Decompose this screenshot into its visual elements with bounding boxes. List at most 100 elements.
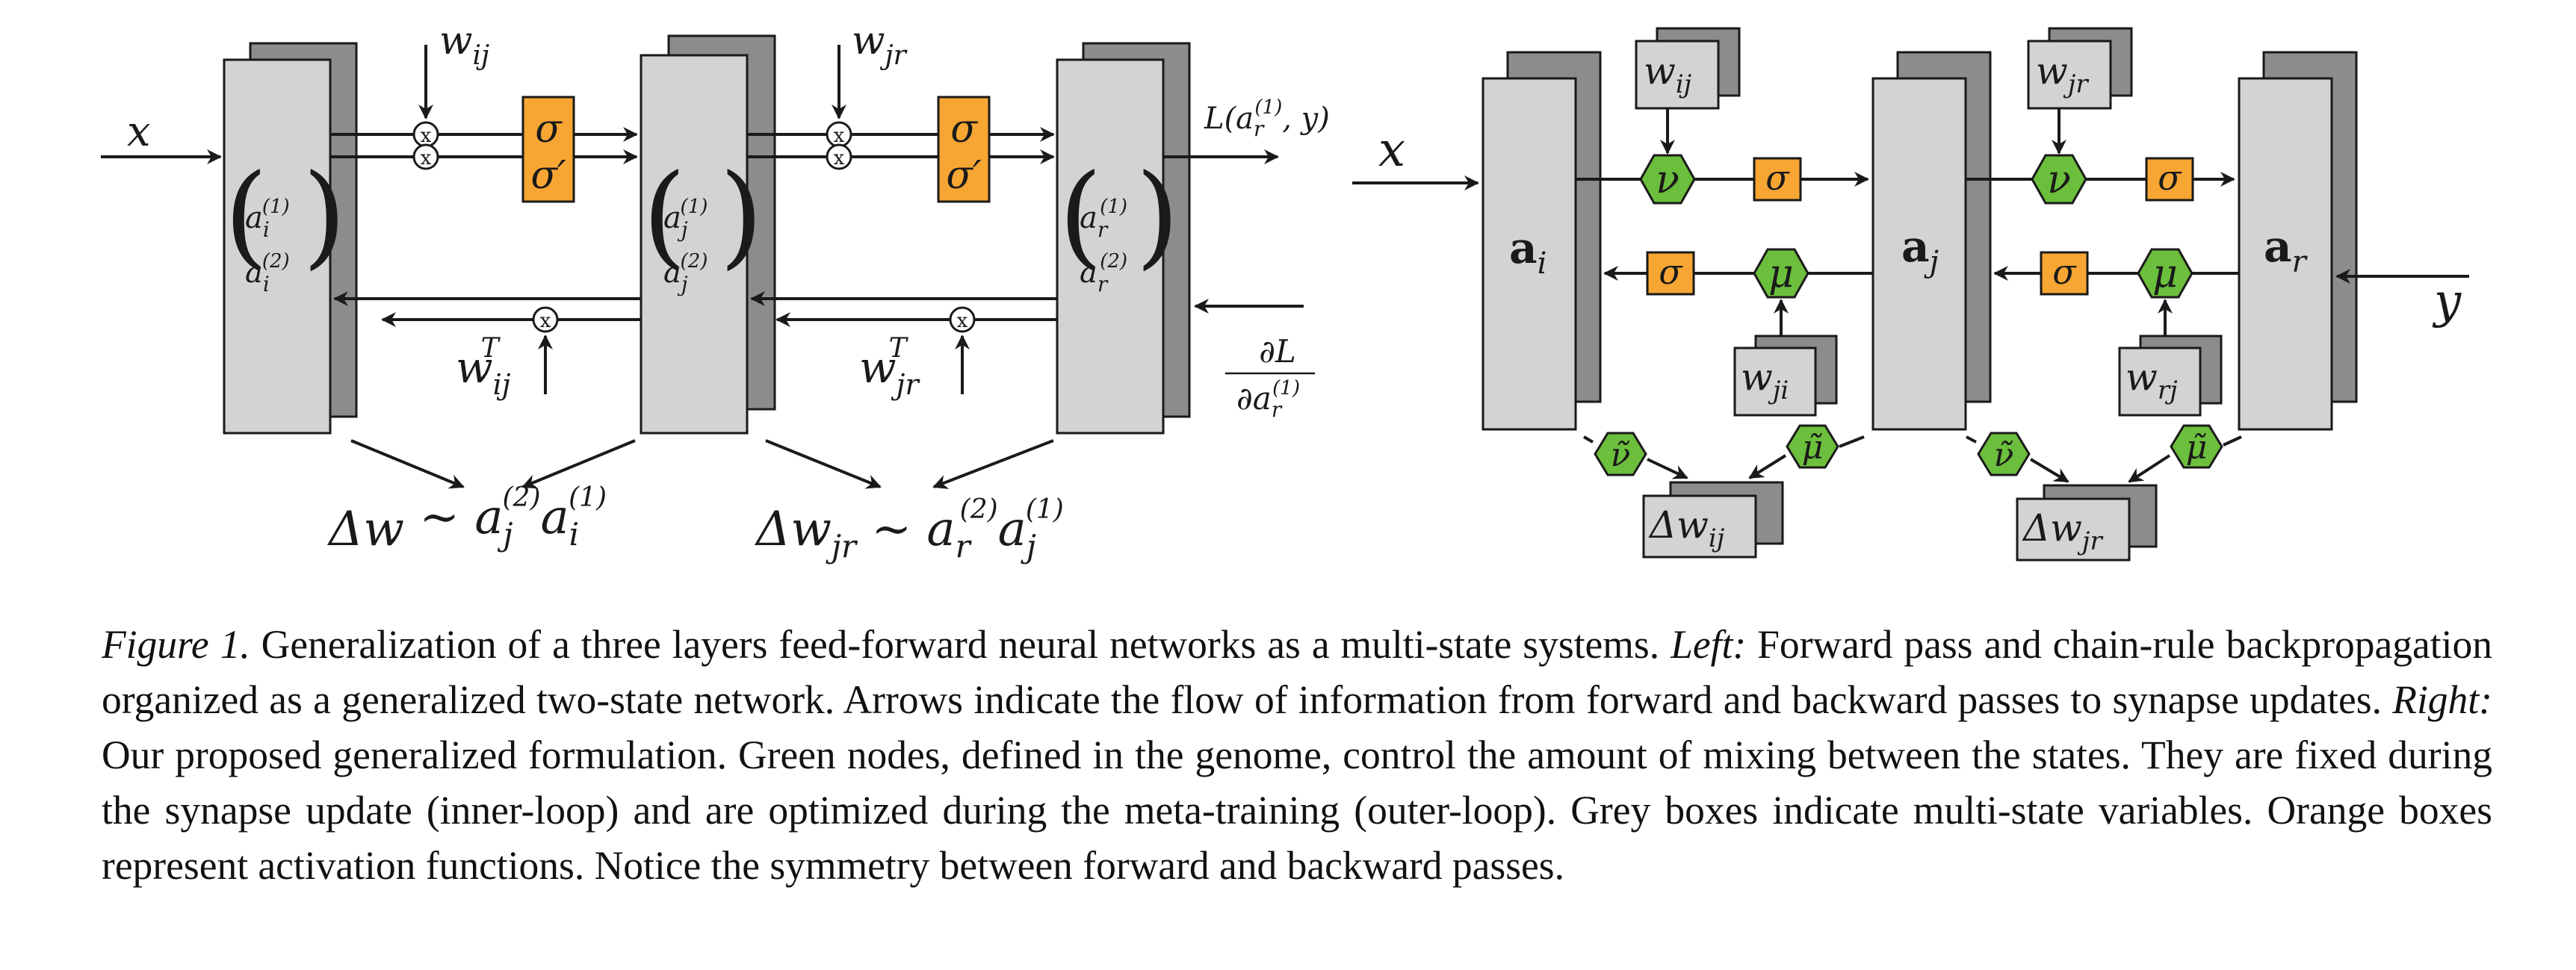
layer-r-box	[1056, 42, 1191, 435]
nu-tilde-node-ij: ν̃	[1594, 432, 1647, 476]
svg-text:aj(1): aj(1)	[663, 196, 708, 242]
svg-text:ν: ν	[2047, 158, 2071, 202]
svg-text:σ′: σ′	[946, 153, 981, 198]
left-input-label: x	[127, 108, 151, 156]
mu-tilde-ij-arrow	[1748, 454, 1787, 479]
delta-w-ij-box: Δwij	[1642, 481, 1784, 559]
sigma-box-ij: σ σ′	[521, 96, 575, 203]
sigma-box-backward-rj: σ	[2040, 251, 2089, 296]
svg-text:ar(1): ar(1)	[1080, 196, 1127, 242]
svg-text:wji: wji	[1741, 355, 1789, 405]
svg-text:x: x	[421, 147, 432, 170]
svg-text:x: x	[421, 125, 432, 147]
svg-text:ν: ν	[1656, 158, 1679, 202]
nu-node-jr: ν	[2031, 154, 2087, 205]
nu-tilde-node-jr: ν̃	[1977, 432, 2031, 476]
update-arrow-jr-from-r	[932, 439, 1054, 489]
svg-text:ai(2): ai(2)	[245, 250, 290, 296]
svg-text:(: (	[1059, 151, 1103, 281]
layer-a-j-box: aj	[1871, 51, 1992, 431]
update-arrow-jr-from-j	[765, 439, 882, 489]
svg-text:(: (	[643, 151, 687, 281]
svg-text:): )	[1136, 151, 1180, 281]
layer-j-vector: ( ) aj(1) aj(2)	[643, 151, 764, 296]
svg-text:wjr: wjr	[2036, 49, 2089, 99]
svg-text:ai(1): ai(1)	[245, 196, 290, 242]
layer-i-vector: ( ) ai(1) ai(2)	[224, 151, 347, 296]
svg-text:ar: ar	[2264, 221, 2309, 279]
weight-box-ij: wij	[1635, 27, 1741, 110]
svg-text:∂ar(1): ∂ar(1)	[1236, 377, 1300, 422]
mu-tilde-node-jr: μ̃	[2170, 424, 2223, 469]
svg-text:∂L: ∂L	[1259, 333, 1296, 370]
transpose-ij-label: wijT	[456, 333, 511, 401]
nu-tilde-jr-in-line	[1966, 435, 1977, 444]
layer-r-vector: ( ) ar(1) ar(2)	[1059, 151, 1180, 296]
mu-tilde-ij-in-line	[1839, 435, 1865, 448]
svg-text:x: x	[834, 125, 845, 147]
figure-diagram: ( ) ai(1) ai(2) ( ) aj(1) aj(2) ( ) ar(1…	[101, 19, 2469, 565]
mu-node-rj: μ	[2137, 248, 2193, 299]
right-input-label: x	[1378, 122, 1405, 178]
nu-tilde-ij-in-line	[1582, 435, 1594, 444]
caption-right-label: Right:	[2392, 677, 2492, 722]
caption-text-right: Our proposed generalized formulation. Gr…	[102, 733, 2492, 888]
right-target-label: y	[2432, 274, 2462, 329]
layer-i-box	[223, 42, 358, 435]
update-equation-jr: Δwjr ∼ ar(2)aj(1)	[754, 494, 1064, 565]
svg-text:aj(2): aj(2)	[663, 250, 708, 296]
svg-text:σ: σ	[950, 107, 978, 152]
multiply-node-transpose-ij: x	[532, 306, 559, 333]
update-arrow-ij-from-j	[521, 439, 636, 489]
caption-text-intro: Generalization of a three layers feed-fo…	[250, 622, 1671, 667]
caption-text-left: Forward pass and chain-rule backpropagat…	[102, 622, 2492, 722]
sigma-box-backward-ji: σ	[1646, 251, 1695, 296]
svg-text:x: x	[834, 147, 845, 170]
sigma-box-jr: σ σ′	[937, 96, 991, 203]
update-equation-ij: Δw ∼ aj(2)ai(1)	[326, 482, 607, 557]
caption-figure-label: Figure 1.	[102, 622, 250, 667]
svg-text:ν̃: ν̃	[1994, 436, 2014, 474]
caption-left-label: Left:	[1671, 622, 1747, 667]
layer-a-r-box: ar	[2238, 51, 2358, 431]
svg-text:σ: σ	[1765, 158, 1790, 198]
svg-text:x: x	[540, 310, 551, 332]
svg-text:σ: σ	[1659, 252, 1683, 292]
weight-jr-label: wjr	[852, 19, 908, 71]
svg-text:μ̃: μ̃	[1802, 429, 1824, 467]
weight-ij-label: wij	[439, 19, 489, 71]
mu-tilde-jr-in-line	[2223, 435, 2242, 447]
svg-text:(: (	[224, 151, 268, 281]
gradient-label: ∂L ∂ar(1)	[1225, 333, 1315, 422]
update-arrow-ij-from-i	[350, 439, 465, 489]
mu-tilde-jr-arrow	[2128, 454, 2171, 483]
mu-tilde-node-ij: μ̃	[1786, 424, 1839, 469]
right-diagram: ai aj ar x y wij	[1352, 27, 2469, 562]
svg-text:Δwjr: Δwjr	[2022, 506, 2103, 556]
weight-box-ji: wji	[1733, 335, 1838, 417]
nu-tilde-ij-arrow	[1647, 458, 1688, 479]
svg-text:ν̃: ν̃	[1611, 436, 1631, 474]
nu-node-ij: ν	[1639, 154, 1696, 205]
multiply-node-ij: x x	[412, 121, 439, 170]
figure-caption: Figure 1. Generalization of a three laye…	[102, 617, 2492, 893]
svg-text:μ: μ	[1768, 252, 1794, 296]
svg-text:): )	[303, 151, 347, 281]
svg-text:Δwij: Δwij	[1648, 503, 1725, 553]
delta-w-jr-box: Δwjr	[2016, 484, 2158, 562]
svg-text:σ: σ	[535, 107, 563, 152]
loss-label: L(ar(1), y)	[1204, 96, 1330, 141]
multiply-node-jr: x x	[826, 121, 852, 170]
svg-text:σ′: σ′	[530, 153, 566, 198]
svg-text:μ: μ	[2152, 252, 2178, 296]
svg-text:wrj: wrj	[2125, 355, 2178, 405]
weight-box-rj: wrj	[2118, 335, 2223, 417]
multiply-node-transpose-jr: x	[949, 306, 976, 333]
mu-node-ji: μ	[1753, 248, 1809, 299]
left-diagram: ( ) ai(1) ai(2) ( ) aj(1) aj(2) ( ) ar(1…	[101, 19, 1330, 565]
svg-text:σ: σ	[2052, 252, 2077, 292]
layer-j-box	[640, 34, 776, 435]
nu-tilde-jr-arrow	[2029, 458, 2069, 483]
svg-text:): )	[719, 151, 764, 281]
svg-text:σ: σ	[2158, 158, 2182, 198]
